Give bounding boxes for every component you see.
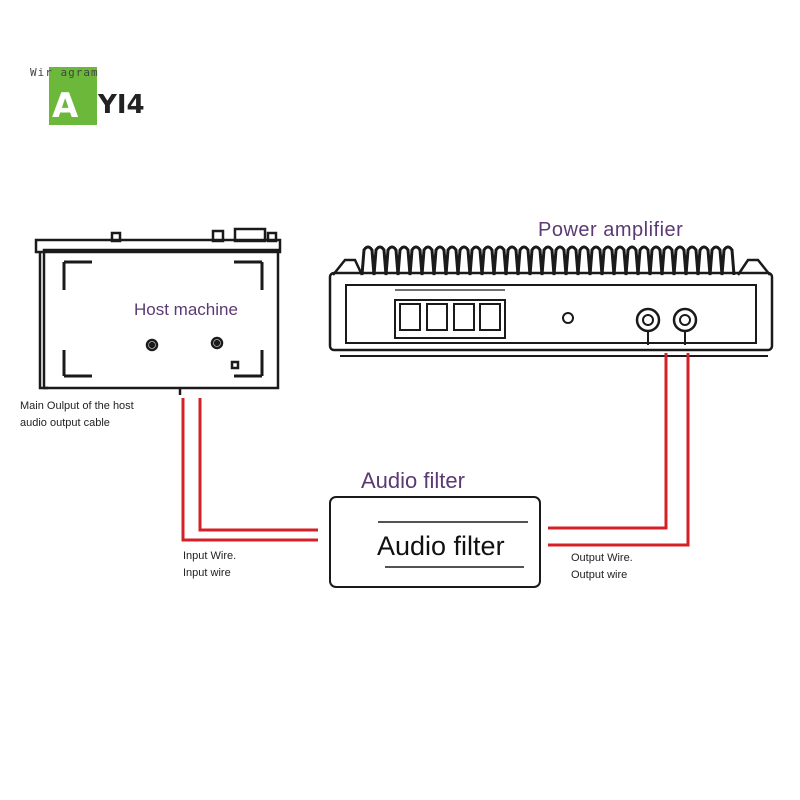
audio-filter-box-label: Audio filter [377,531,505,561]
output-wire-lines [548,353,690,547]
host-output-line-1: Main Oulput of the host [20,400,134,412]
power-amplifier-label: Power amplifier [538,219,684,241]
watermark-text: Wir agram [30,66,99,79]
output-wire-line-1: Output Wire. [571,552,633,564]
input-wire-line-2: Input wire [183,567,231,580]
host-machine-drawing [34,227,282,395]
amp-fin-wave [360,245,736,276]
output-wire-line-2: Output wire [571,569,628,582]
host-machine-label: Host machine [134,300,238,319]
output-wire-note: Output Wire. Output wire [571,550,633,584]
input-wire-note: Input Wire. Input wire [183,548,236,582]
host-output-line-2: audio output cable [20,417,110,430]
amp-heatsink-fins [332,258,364,276]
logo-badge [49,67,97,125]
logo-letter-a: A [52,86,79,126]
input-wire-lines [181,398,318,542]
power-amplifier-drawing [328,258,774,357]
audio-filter-drawing [329,496,541,588]
logo-text: YI4 [98,90,145,120]
audio-filter-title: Audio filter [361,468,465,493]
input-wire-line-1: Input Wire. [183,550,237,562]
host-output-note: Main Oulput of the host audio output cab… [20,398,134,432]
